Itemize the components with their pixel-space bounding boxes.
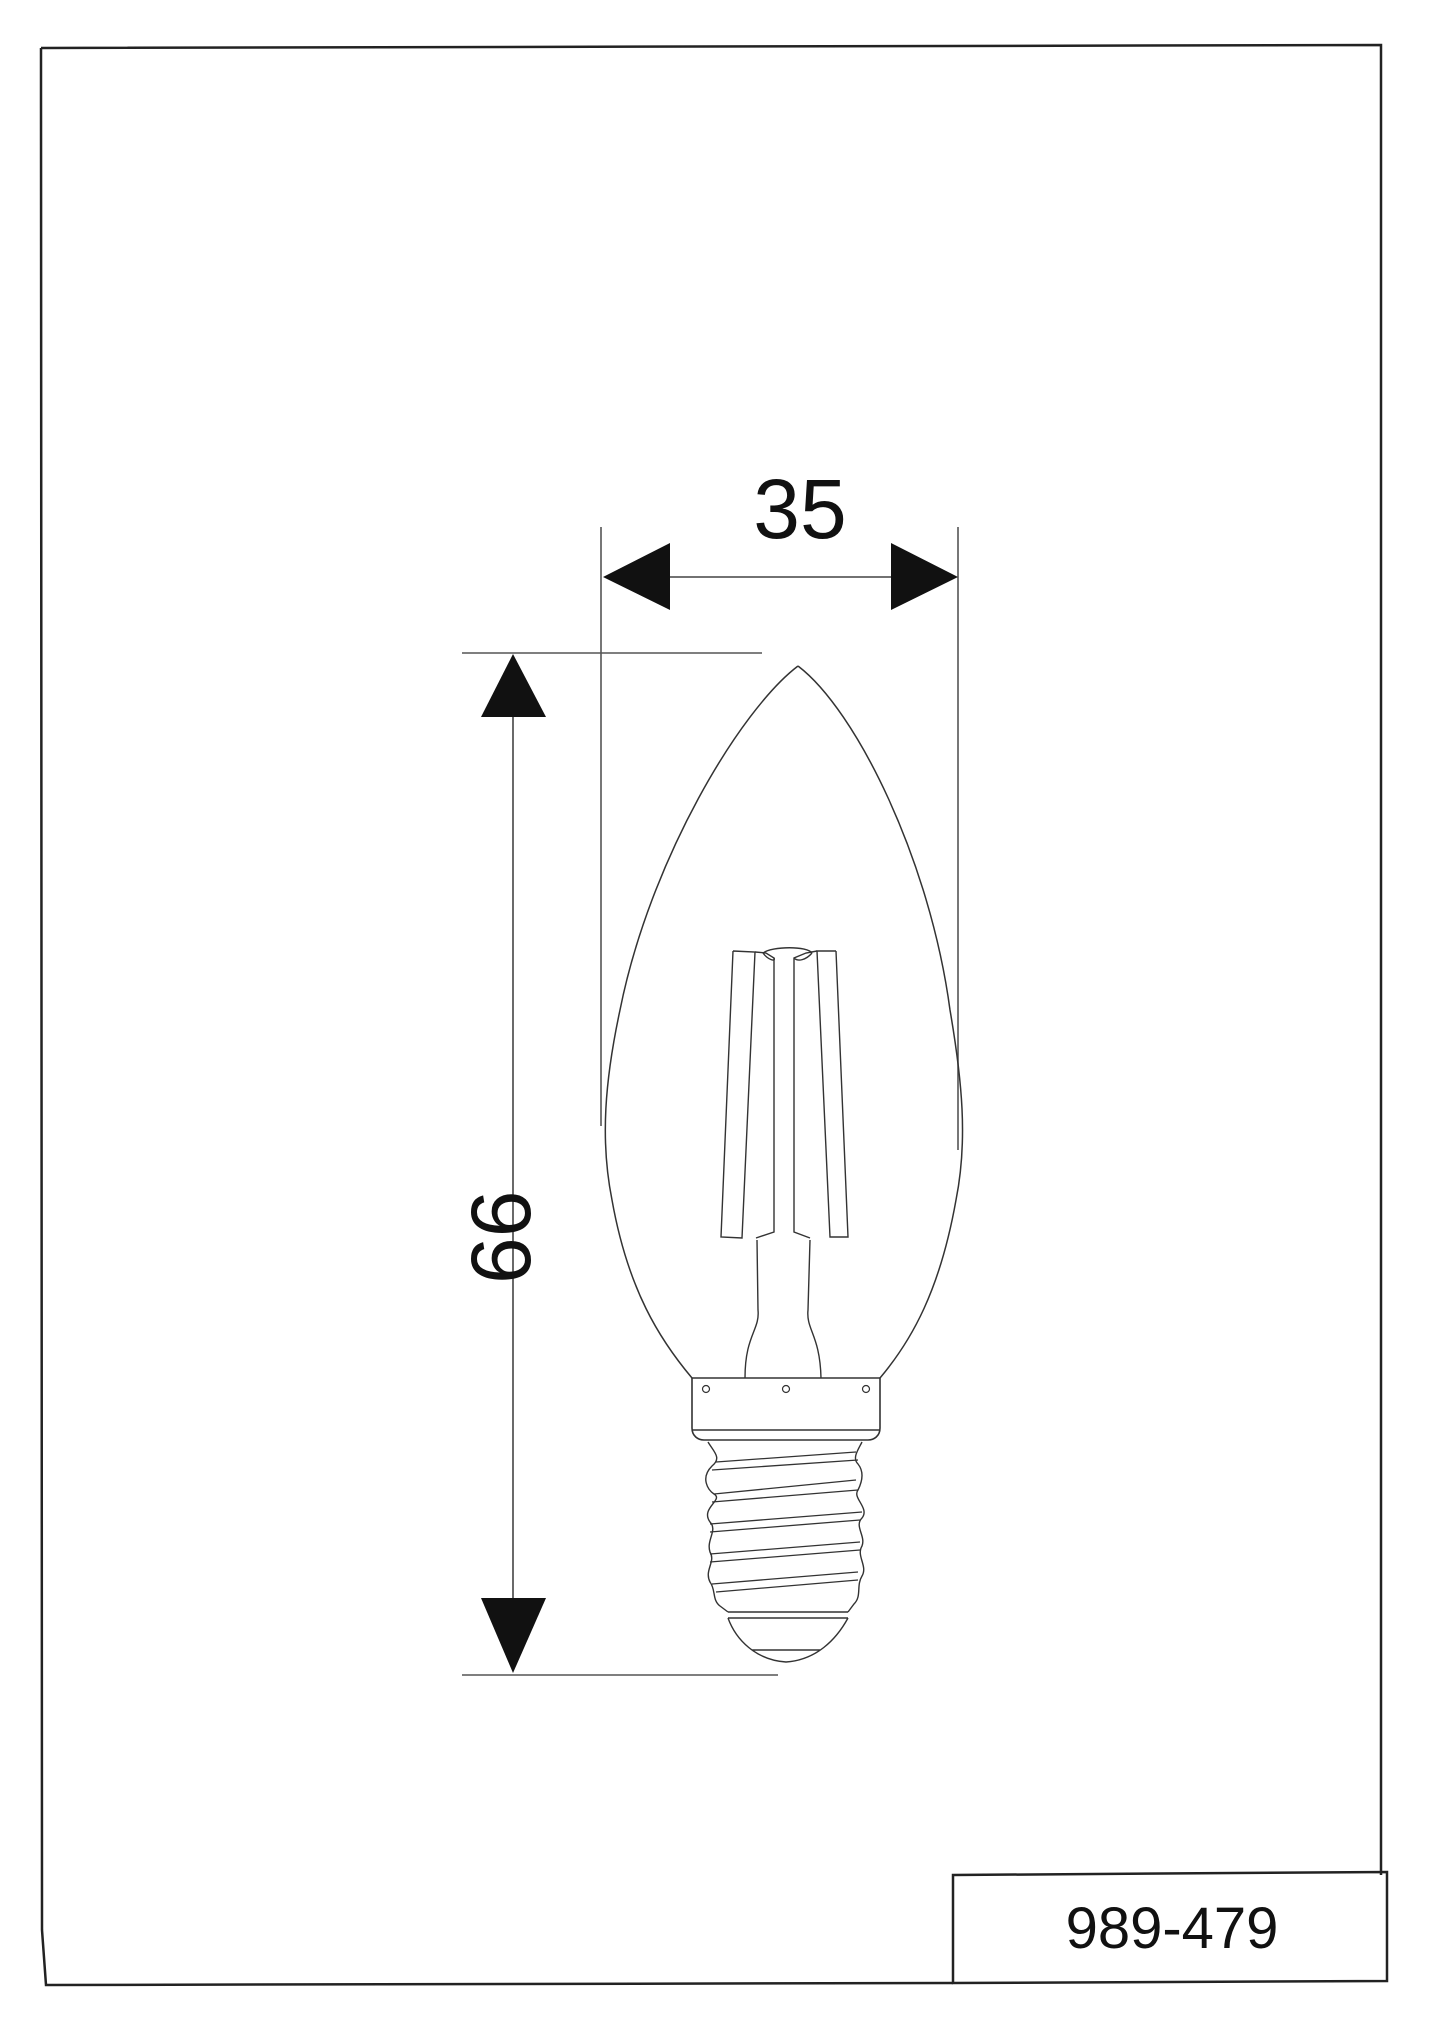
arrow-left-icon [603,543,670,610]
bulb-collar [691,1377,881,1441]
filament [720,947,849,1239]
bulb-stem [744,1239,822,1379]
arrow-right-icon [891,543,958,610]
title-block: 989-479 [951,1870,1389,1985]
part-number: 989-479 [1066,1896,1279,1961]
height-dimension: 99 [454,652,778,1676]
sheet-border [39,43,1383,1987]
arrow-up-icon [481,654,546,717]
width-value: 35 [753,462,846,556]
collar-dot-right [861,1384,871,1394]
height-value: 99 [454,1190,548,1283]
collar-dot-left [701,1384,711,1394]
width-dimension: 35 [600,462,959,1150]
arrow-down-icon [481,1598,546,1673]
base-contact [727,1611,849,1663]
bulb-glass [604,665,964,1379]
collar-dot-middle [781,1384,791,1394]
screw-threads [709,1451,863,1593]
screw-base [705,1441,865,1613]
bulb-illustration [604,665,964,1663]
